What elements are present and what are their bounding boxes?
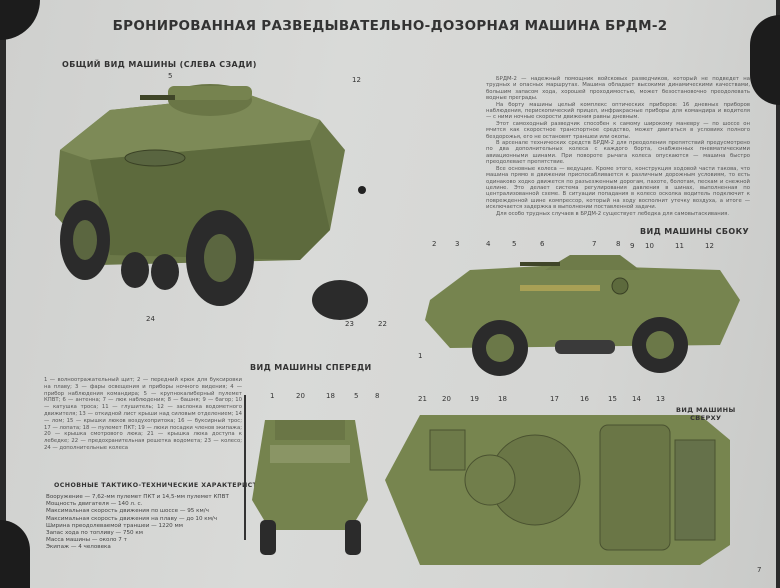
callout: 16 [580,395,589,403]
callout: 9 [630,242,635,250]
callout: 1 [418,352,423,360]
side-view-heading: ВИД МАШИНЫ СБОКУ [640,227,750,236]
callout: 20 [442,395,451,403]
callout: 14 [632,395,641,403]
callout: 3 [455,240,460,248]
callout: 2 [432,240,437,248]
spec-item: Запас хода по топливу — 750 км [46,530,143,537]
callout: 7 [592,240,597,248]
spec-item: Максимальная скорость движения на плаву … [46,515,218,522]
poster-title: БРОНИРОВАННАЯ РАЗВЕДЫВАТЕЛЬНО-ДОЗОРНАЯ М… [112,18,668,34]
parts-legend: 1 — волноотражательный щит; 2 — передний… [44,377,242,451]
callout: 18 [498,395,507,403]
callout: 17 [550,395,559,403]
callout: 18 [326,392,335,400]
callout: 10 [645,242,654,250]
spec-item: Масса машины — около 7 т [46,537,127,544]
callout: 21 [418,395,427,403]
callout: 8 [616,240,621,248]
callout: 22 [378,320,387,328]
spec-item: Вооружение — 7,62-мм пулемет ПКТ и 14,5-… [46,494,229,500]
callout: 4 [486,240,491,248]
callout: 5 [168,72,173,80]
callout: 12 [352,76,361,84]
callout: 12 [705,242,714,250]
spec-item: Мощность двигателя — 140 л. с. [46,501,143,508]
callout: 6 [540,240,545,248]
page-number: 7 [757,566,762,574]
callout: 5 [512,240,517,248]
callout: 23 [345,320,354,328]
callout: 19 [470,395,479,403]
callout: 1 [270,392,275,400]
callout: 24 [146,315,155,323]
spec-item: Экипаж — 4 человека [46,544,111,551]
specs-heading: ОСНОВНЫЕ ТАКТИКО-ТЕХНИЧЕСКИЕ ХАРАКТЕРИСТ… [54,482,275,489]
front-view-heading: ВИД МАШИНЫ СПЕРЕДИ [250,363,372,372]
general-view-heading: ОБЩИЙ ВИД МАШИНЫ (СЛЕВА СЗАДИ) [62,60,257,69]
callout: 8 [375,392,380,400]
callout: 15 [608,395,617,403]
callout: 5 [354,392,359,400]
machine-gun [140,95,175,100]
spec-item: Ширина преодолеваемой траншеи — 1220 мм [46,522,183,529]
turret [545,255,640,270]
description-text: БРДМ-2 — надежный помощник войсковых раз… [486,76,750,217]
photo-corner [750,15,780,105]
callout: 11 [675,242,684,250]
callout: 13 [656,395,665,403]
specs-list: Вооружение — 7,62-мм пулемет ПКТ и 14,5-… [46,494,242,552]
callout: 20 [296,392,305,400]
spec-item: Максимальная скорость движения по шоссе … [46,508,209,515]
top-view-heading: ВИД МАШИНЫ СВЕРХУ [676,406,736,422]
